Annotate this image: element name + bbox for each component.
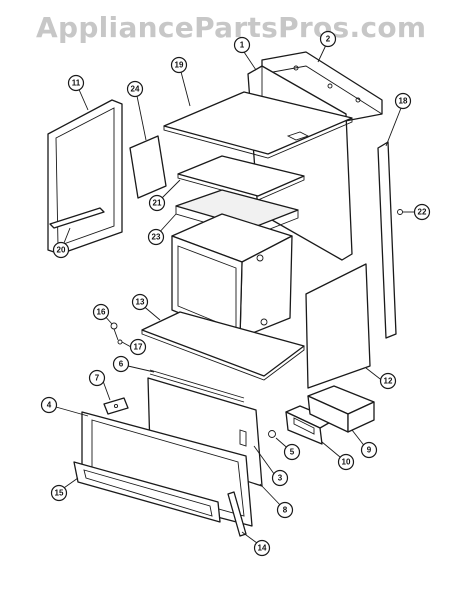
callout-3: 3 (271, 469, 289, 487)
callout-14: 14 (253, 539, 271, 557)
svg-text:21: 21 (153, 199, 162, 208)
part-door-trim (73, 461, 221, 523)
part-door-frame (81, 411, 253, 527)
svg-text:12: 12 (384, 377, 393, 386)
svg-text:13: 13 (136, 298, 145, 307)
svg-text:8: 8 (283, 506, 288, 515)
part-rod (149, 369, 245, 403)
part-oven-liner (171, 213, 293, 339)
svg-text:3: 3 (278, 474, 283, 483)
part-vertical-support (377, 141, 397, 339)
part-hinge-pin (110, 322, 123, 345)
callout-19: 19 (170, 56, 188, 74)
svg-text:6: 6 (119, 360, 124, 369)
part-door-side-channel (227, 491, 247, 537)
callout-7: 7 (88, 369, 106, 387)
callout-23: 23 (147, 228, 165, 246)
part-frame-bottom-rail (49, 207, 105, 229)
svg-text:14: 14 (258, 544, 267, 553)
svg-text:2: 2 (326, 35, 331, 44)
svg-text:11: 11 (72, 79, 81, 88)
part-floor-panel (141, 311, 305, 381)
callout-21: 21 (148, 194, 166, 212)
callout-5: 5 (283, 443, 301, 461)
callout-1: 1 (233, 36, 251, 54)
callout-10: 10 (337, 453, 355, 471)
svg-text:24: 24 (131, 85, 140, 94)
part-control-box (307, 385, 375, 433)
callout-12: 12 (379, 372, 397, 390)
svg-text:1: 1 (240, 41, 245, 50)
part-top-panel (163, 91, 353, 159)
callout-17: 17 (129, 338, 147, 356)
part-rear-panel (305, 263, 371, 389)
callout-22: 22 (413, 203, 431, 221)
svg-text:16: 16 (97, 308, 106, 317)
svg-text:22: 22 (418, 208, 427, 217)
svg-text:23: 23 (152, 233, 161, 242)
part-screw (397, 209, 410, 215)
svg-text:10: 10 (342, 458, 351, 467)
callout-11: 11 (67, 74, 85, 92)
callout-8: 8 (276, 501, 294, 519)
callout-24: 24 (126, 80, 144, 98)
svg-text:20: 20 (57, 246, 66, 255)
svg-text:18: 18 (399, 97, 408, 106)
callout-15: 15 (50, 484, 68, 502)
svg-text:7: 7 (95, 374, 100, 383)
callout-18: 18 (394, 92, 412, 110)
part-small-knob (268, 430, 276, 438)
part-insulation-pad (129, 135, 167, 199)
callout-13: 13 (131, 293, 149, 311)
part-latch (103, 397, 129, 415)
svg-text:19: 19 (175, 61, 184, 70)
part-side-frame (47, 99, 123, 255)
callout-6: 6 (112, 355, 130, 373)
callout-2: 2 (319, 30, 337, 48)
svg-text:4: 4 (47, 401, 52, 410)
svg-text:17: 17 (134, 343, 143, 352)
callout-20: 20 (52, 241, 70, 259)
svg-text:9: 9 (367, 446, 372, 455)
svg-text:5: 5 (290, 448, 295, 457)
watermark-text: AppliancePartsPros.com (36, 11, 426, 44)
callout-16: 16 (92, 303, 110, 321)
svg-text:15: 15 (55, 489, 64, 498)
callout-9: 9 (360, 441, 378, 459)
callout-4: 4 (40, 396, 58, 414)
